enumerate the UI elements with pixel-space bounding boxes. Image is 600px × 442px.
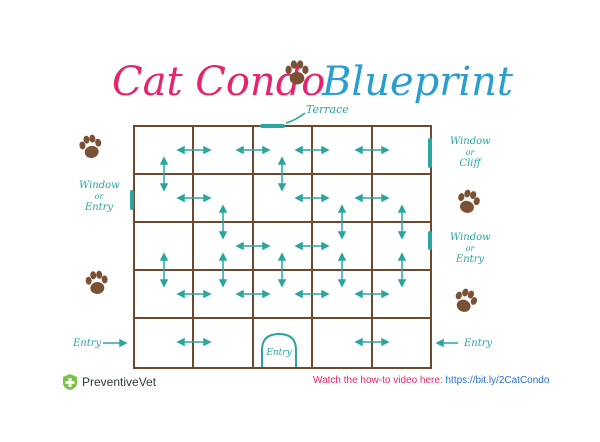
double-arrow-icon <box>176 337 212 347</box>
double-arrow-icon <box>218 204 228 240</box>
label-line: Entry <box>455 254 485 265</box>
label-entry-bottom: Entry <box>266 348 292 358</box>
label-line: or <box>465 148 475 157</box>
double-arrow-icon <box>277 156 287 192</box>
double-arrow-icon <box>235 145 271 155</box>
double-arrow-icon <box>218 252 228 288</box>
preventive-vet-cross-icon <box>63 374 77 390</box>
preventive-vet-logo: PreventiveVet <box>62 372 156 392</box>
openings <box>130 124 432 250</box>
double-arrow-icon <box>354 193 390 203</box>
double-arrow-icon <box>277 252 287 288</box>
paw-icon <box>451 286 480 316</box>
double-arrow-icon <box>176 193 212 203</box>
entry-arrow-left <box>103 338 128 348</box>
double-arrow-icon <box>397 252 407 288</box>
label-line: Window <box>450 232 491 243</box>
label-line: Cliff <box>459 158 481 169</box>
label-entry-left: Entry <box>73 338 102 349</box>
logo-text: PreventiveVet <box>82 375 157 389</box>
label-line: or <box>94 192 104 201</box>
label-line: Window <box>79 180 120 191</box>
entry-arrow-right <box>435 338 458 348</box>
video-prefix: Watch the how-to video here: <box>313 375 446 386</box>
double-arrow-icon <box>354 337 390 347</box>
label-line: or <box>465 244 475 253</box>
label-line: Window <box>450 136 491 147</box>
video-link[interactable]: https://bit.ly/2CatCondo <box>445 375 550 386</box>
double-arrow-icon <box>235 241 271 251</box>
title-blueprint: Blueprint <box>322 59 513 105</box>
label-window-or-entry-right: Window or Entry <box>450 232 491 265</box>
double-arrow-icon <box>176 145 212 155</box>
double-arrow-icon <box>294 289 330 299</box>
double-arrow-icon <box>337 252 347 288</box>
terrace-pointer <box>285 112 306 124</box>
double-arrow-icon <box>294 193 330 203</box>
label-entry-right: Entry <box>464 338 493 349</box>
double-arrow-icon <box>337 204 347 240</box>
video-link-line: Watch the how-to video here: https://bit… <box>313 375 549 386</box>
double-arrow-icon <box>294 241 330 251</box>
double-arrow-icon <box>354 145 390 155</box>
label-window-or-cliff: Window or Cliff <box>450 136 491 169</box>
label-line: Entry <box>84 202 114 213</box>
double-arrow-icon <box>397 204 407 240</box>
paw-icon <box>77 133 104 160</box>
double-arrow-icon <box>176 289 212 299</box>
double-arrow-icon <box>159 156 169 192</box>
double-arrow-icon <box>354 289 390 299</box>
double-arrow-icon <box>159 252 169 288</box>
paw-icon <box>84 270 109 295</box>
label-window-or-entry-left: Window or Entry <box>79 180 120 213</box>
entry-arch <box>261 332 297 367</box>
double-arrow-icon <box>235 289 271 299</box>
title-paw-icon <box>285 60 309 85</box>
double-arrow-icon <box>294 145 330 155</box>
arrows-layer <box>159 145 407 347</box>
label-terrace: Terrace <box>306 103 349 116</box>
paw-icon <box>454 187 482 216</box>
